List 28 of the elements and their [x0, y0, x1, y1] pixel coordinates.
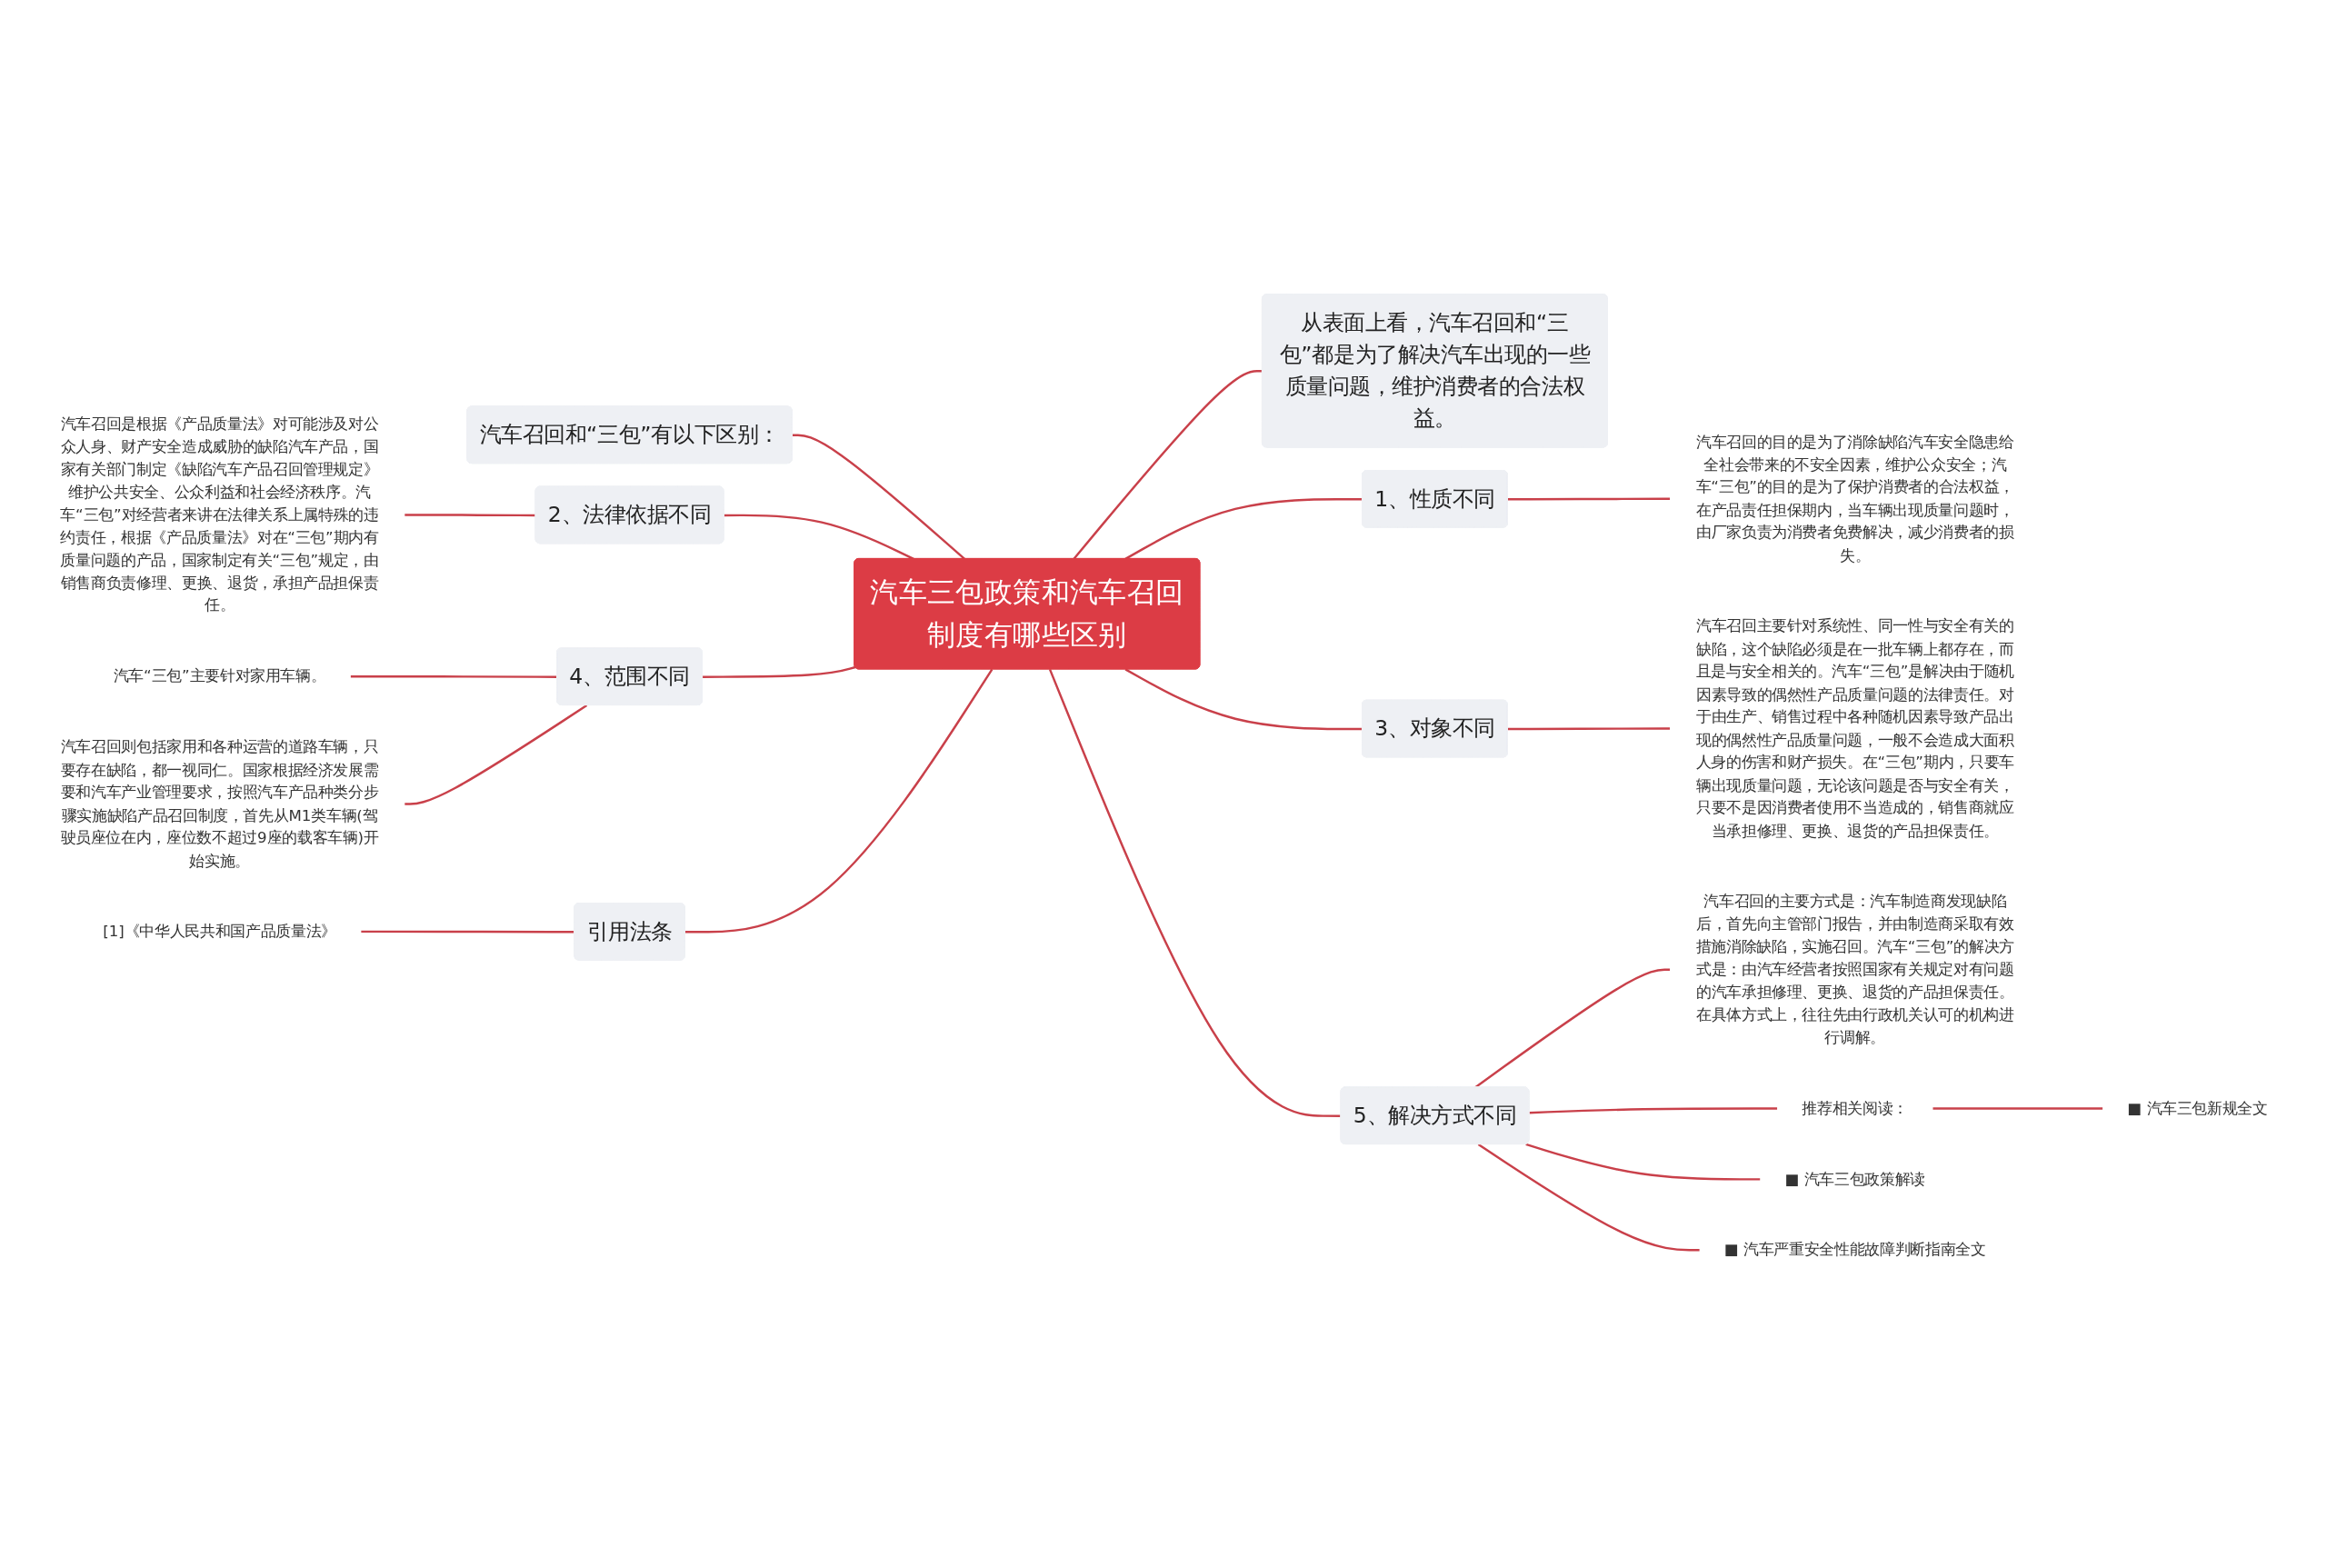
connector	[684, 668, 994, 934]
connector	[1529, 1107, 1778, 1114]
node-text: [1]《中华人民共和国产品质量法》	[103, 922, 336, 940]
connector	[1477, 1144, 1700, 1252]
connector	[1048, 668, 1342, 1117]
connector	[1073, 369, 1263, 560]
node-text: ■ 汽车三包政策解读	[1784, 1169, 1925, 1188]
node-text: 汽车召回的目的是为了消除缺陷汽车安全隐患给全社会带来的不安全因素，维护公众安全；汽车“三包”的目的是为了保护消费者的合法权益，在产品责任担保期内，当车辆出现质量问题时，由厂家负责为消费者免费解决，减少消费者的损失。	[1695, 432, 2014, 564]
connector	[404, 514, 536, 517]
connector	[1507, 727, 1671, 731]
connector	[1525, 1143, 1761, 1181]
node-text: 汽车召回主要针对系统性、同一性与安全有关的缺陷，这个缺陷必须是在一批车辆上都存在，而且是与安全相关的。汽车“三包”是解决由于随机因素导致的偶然性产品质量问题的法律责任。对于由生产、销售过程中各种随机因素导致产品出现的偶然性产品质量问题，一般不会造成大面积人身的伤害和财产损失。在“三包”期内，只要车辆出现质量问题，无论该问题是否与安全有关，只要不是因消费者使用不当造成的，销售商就应当承担修理、更换、退货的产品担保责任。	[1695, 616, 2014, 839]
node-text: ■ 汽车严重安全性能故障判断指南全文	[1724, 1240, 1986, 1259]
connector	[703, 665, 856, 678]
connector	[361, 930, 575, 934]
connector	[1933, 1107, 2103, 1110]
node-text: ■ 汽车三包新规全文	[2127, 1099, 2268, 1117]
connector	[1124, 668, 1363, 731]
node-text: 汽车“三包”主要针对家用车辆。	[113, 666, 326, 685]
connector	[1507, 497, 1671, 501]
connector	[404, 704, 588, 805]
node-text: 汽车召回的主要方式是：汽车制造商发现缺陷后，首先向主管部门报告，并由制造商采取有效措施消除缺陷，实施召回。汽车“三包”的解决方式是：由汽车经营者按照国家有关规定对有问题的汽车承担修理、更换、退货的产品担保责任。在具体方式上，往往先由行政机关认可的机构进行调解。	[1695, 892, 2014, 1046]
connector	[1124, 498, 1363, 560]
node-text: 汽车召回是根据《产品质量法》对可能涉及对公众人身、财产安全造成威胁的缺陷汽车产品，国家有关部门制定《缺陷汽车产品召回管理规定》维护公共安全、公众利益和社会经济秩序。汽车“三包”对经营者来讲在法律关系上属特殊的违约责任，根据《产品质量法》对在“三包”期内有质量问题的产品，国家制定有关“三包”规定，由销售商负责修理、更换、退货，承担产品担保责任。	[60, 414, 379, 614]
connector	[792, 434, 965, 560]
connector	[350, 675, 558, 678]
node-text: 汽车召回则包括家用和各种运营的道路车辆，只要存在缺陷，都一视同仁。国家根据经济发展需要和汽车产业管理要求，按照汽车产品种类分步骤实施缺陷产品召回制度，首先从M1类车辆(驾驶员座位在内，座位数不超过9座的载客车辆)开始实施。	[60, 737, 379, 870]
node-text: 推荐相关阅读：	[1802, 1099, 1909, 1117]
